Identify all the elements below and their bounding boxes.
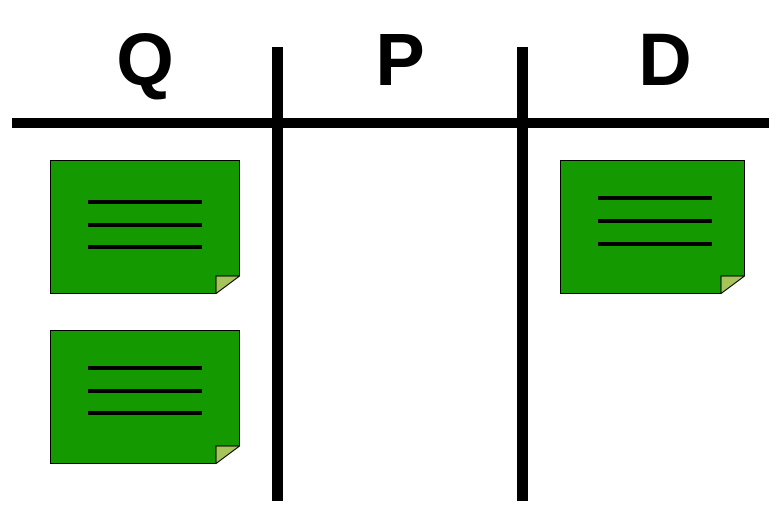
column-header-d: D <box>638 18 692 101</box>
column-header-p: P <box>375 18 425 101</box>
sticky-note-card-q-2[interactable] <box>50 330 240 464</box>
header-divider-line <box>12 118 769 128</box>
sticky-note-card-q-1[interactable] <box>50 160 240 294</box>
sticky-note-icon <box>50 330 240 464</box>
sticky-note-card-d-1[interactable] <box>560 160 745 294</box>
sticky-note-icon <box>50 160 240 294</box>
column-divider-q-p <box>272 47 283 501</box>
column-header-q: Q <box>116 18 174 101</box>
sticky-note-icon <box>560 160 745 294</box>
column-divider-p-d <box>517 47 528 501</box>
